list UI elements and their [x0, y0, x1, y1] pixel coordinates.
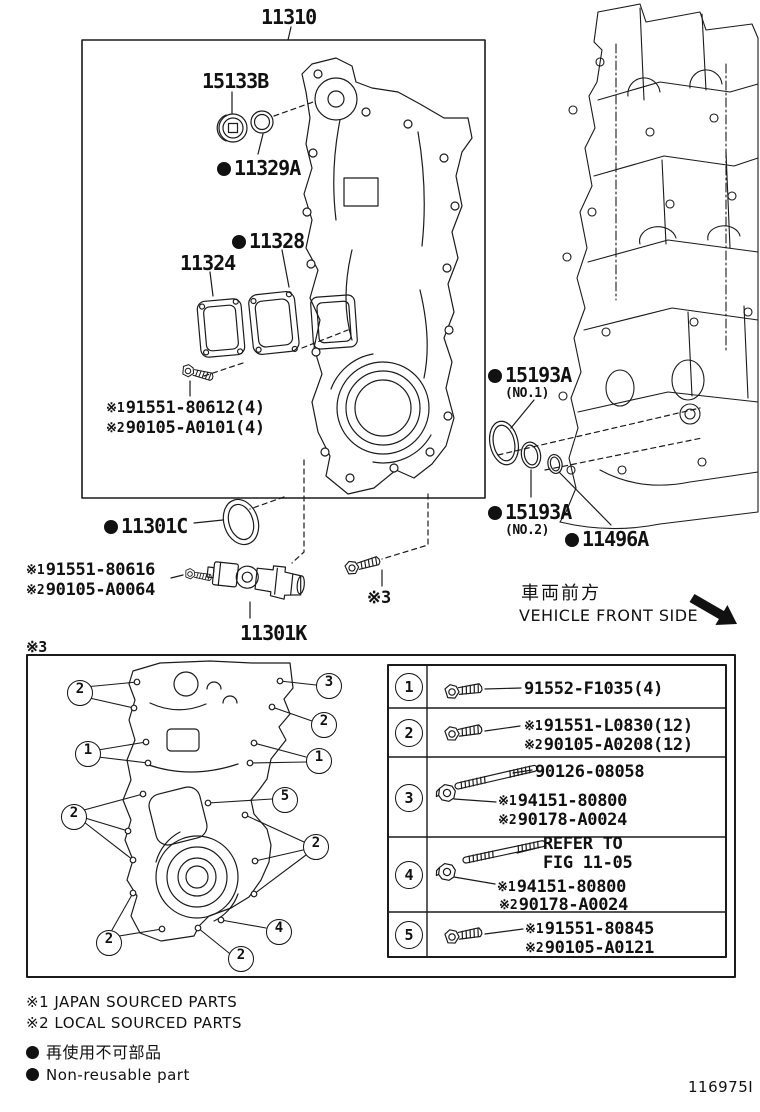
label-15193A-no2[interactable]: 15193A [488, 500, 572, 524]
cover-bolt-icon [180, 362, 215, 384]
front-direction-arrow [689, 594, 737, 625]
table-stud-icon-row4 [434, 839, 547, 885]
table-part-number[interactable]: ※290105-A0121 [525, 938, 655, 958]
non-reusable-icon [26, 1068, 39, 1081]
table-bolt-icon-row5 [443, 923, 524, 946]
callout-2[interactable]: 2 [311, 712, 337, 738]
non-reusable-icon [104, 520, 118, 534]
table-ref-text: REFER TO [543, 834, 623, 854]
table-num-1: 1 [395, 673, 423, 701]
callout-1[interactable]: 1 [306, 748, 332, 774]
cam-sensor-drawing [206, 561, 305, 600]
label-11324[interactable]: 11324 [180, 251, 236, 275]
label-sensor-bolt[interactable]: ※191551-80616 ※290105-A0064 [26, 560, 156, 600]
seal-11496A-drawing [547, 453, 563, 475]
legend-japan-sourced: ※1 JAPAN SOURCED PARTS [26, 993, 238, 1011]
table-part-number[interactable]: ※290178-A0024 [498, 810, 628, 830]
seal-15193A-no2-drawing [520, 441, 542, 469]
table-part-number[interactable]: ※191551-80845 [525, 919, 655, 939]
label-11329A[interactable]: 11329A [217, 156, 301, 180]
table-part-number[interactable]: ※194151-80800 [498, 791, 628, 811]
callout-2[interactable]: 2 [67, 680, 93, 706]
section-ref-label: ※3 [26, 638, 47, 656]
table-stud-icon-row3 [434, 763, 539, 803]
callout-3[interactable]: 3 [316, 673, 342, 699]
bolt-pattern-diagram [83, 660, 317, 954]
callout-4[interactable]: 4 [266, 919, 292, 945]
callout-2[interactable]: 2 [303, 834, 329, 860]
table-ref-text: FIG 11-05 [543, 853, 633, 873]
non-reusable-icon [488, 506, 502, 520]
table-bolt-icon-row1 [443, 679, 522, 700]
label-11328[interactable]: 11328 [232, 229, 305, 253]
callout-1[interactable]: 1 [75, 741, 101, 767]
callout-2[interactable]: 2 [96, 930, 122, 956]
non-reusable-icon [232, 235, 246, 249]
table-part-number[interactable]: 90126-08058 [535, 762, 645, 782]
label-cover-bolts[interactable]: ※191551-80612(4) ※290105-A0101(4) [106, 398, 265, 438]
table-part-number[interactable]: ※290178-A0024 [499, 895, 629, 915]
label-11301C[interactable]: 11301C [104, 514, 188, 538]
table-num-3: 3 [395, 784, 423, 812]
label-15133B[interactable]: 15133B [202, 69, 269, 93]
non-reusable-icon [565, 533, 579, 547]
table-bolt-icon-row2 [443, 720, 521, 743]
front-side-label-en: VEHICLE FRONT SIDE [519, 606, 699, 625]
seal-ring-drawing [250, 110, 274, 134]
label-11310[interactable]: 11310 [261, 5, 317, 29]
section-box-frame [26, 654, 736, 978]
front-side-label-jp: 車両前方 [521, 583, 601, 604]
engine-block-drawing [558, 3, 759, 530]
table-part-number[interactable]: ※290105-A0208(12) [524, 735, 693, 755]
legend-nonreusable-jp: 再使用不可部品 [26, 1045, 162, 1061]
table-part-number[interactable]: 91552-F1035(4) [524, 679, 664, 699]
table-num-2: 2 [395, 719, 423, 747]
non-reusable-icon [217, 162, 231, 176]
timing-cover-drawing [301, 57, 473, 495]
label-11301K[interactable]: 11301K [240, 621, 307, 645]
gasket-11324-drawing [196, 298, 246, 358]
table-num-4: 4 [395, 861, 423, 889]
table-part-number[interactable]: ※191551-L0830(12) [524, 716, 693, 736]
legend-local-sourced: ※2 LOCAL SOURCED PARTS [26, 1014, 242, 1032]
table-part-number[interactable]: ※194151-80800 [497, 877, 627, 897]
legend-nonreusable-en: Non-reusable part [26, 1068, 190, 1083]
non-reusable-icon [26, 1046, 39, 1059]
main-box-frame [81, 26, 486, 499]
callout-5[interactable]: 5 [272, 787, 298, 813]
oil-plug-drawing [216, 113, 248, 143]
label-15193A-no1[interactable]: 15193A [488, 363, 572, 387]
table-num-5: 5 [395, 921, 423, 949]
label-11496A[interactable]: 11496A [565, 527, 649, 551]
callout-2[interactable]: 2 [228, 946, 254, 972]
crank-seal-drawing [222, 498, 260, 546]
seal-15193A-no1-drawing [488, 420, 520, 466]
callout-2[interactable]: 2 [61, 804, 87, 830]
non-reusable-icon [488, 369, 502, 383]
ref3-bolt-icon [343, 552, 382, 577]
fastener-table-grid [387, 664, 727, 958]
gasket-11328-drawing [248, 291, 300, 355]
label-ref3-bolt[interactable]: ※3 [367, 588, 391, 608]
label-15193A-no2-sub: (NO.2) [505, 523, 549, 538]
dashed-lines [203, 100, 703, 564]
figure-code: 116975I [688, 1078, 754, 1096]
leader-lines [170, 91, 612, 619]
label-15193A-no1-sub: (NO.1) [505, 386, 549, 401]
